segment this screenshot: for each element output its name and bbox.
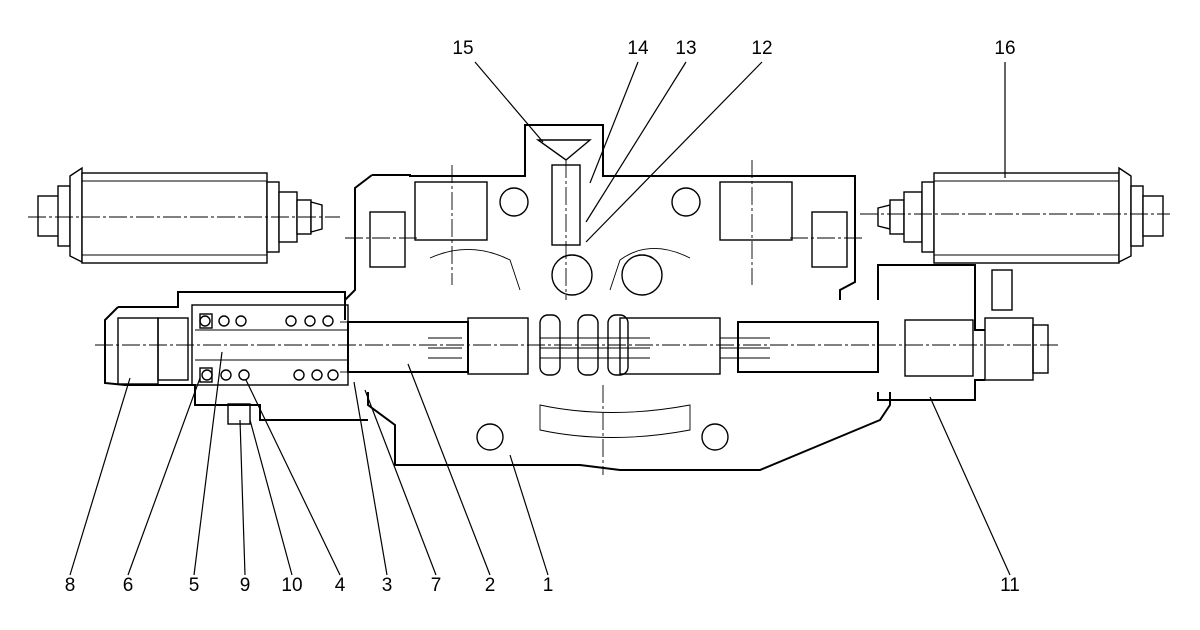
callout-label-11: 11 xyxy=(1000,575,1020,596)
callout-label-2: 2 xyxy=(485,575,496,596)
callout-label-10: 10 xyxy=(281,575,302,596)
callout-label-13: 13 xyxy=(675,38,696,59)
callout-label-1: 1 xyxy=(543,575,554,596)
callout-label-7: 7 xyxy=(431,575,442,596)
right-cartridge-valve xyxy=(860,166,1170,264)
callout-label-8: 8 xyxy=(65,575,76,596)
valve-body xyxy=(95,124,1060,475)
callout-label-15: 15 xyxy=(452,38,473,59)
callout-label-5: 5 xyxy=(189,575,200,596)
left-cartridge-valve xyxy=(28,166,340,264)
callout-label-9: 9 xyxy=(240,575,251,596)
callout-label-3: 3 xyxy=(382,575,393,596)
callout-label-14: 14 xyxy=(627,38,649,59)
callout-label-16: 16 xyxy=(994,38,1015,59)
callout-label-4: 4 xyxy=(335,575,346,596)
callout-label-6: 6 xyxy=(123,575,134,596)
leader-lines xyxy=(69,61,1011,576)
callout-label-12: 12 xyxy=(751,38,772,59)
